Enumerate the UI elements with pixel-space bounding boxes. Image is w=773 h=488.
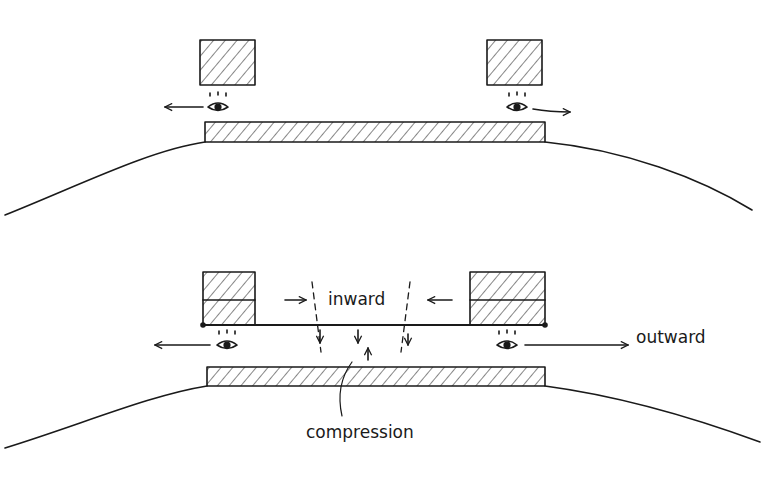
view-eye [208, 92, 527, 111]
leader-line [340, 362, 352, 416]
view-arrow [165, 107, 570, 112]
building-block [203, 272, 545, 325]
platform [207, 367, 545, 386]
dashed-guide [312, 282, 410, 352]
force-arrow [285, 300, 452, 360]
view-eye [217, 330, 517, 349]
annotation-label: inward [328, 290, 385, 309]
annotation-label: compression [306, 423, 414, 442]
view-arrow [155, 344, 628, 346]
building-block [200, 40, 542, 85]
hill-line [5, 386, 760, 448]
annotation-label: outward [636, 328, 706, 347]
platform [205, 122, 545, 142]
roof-slab [201, 323, 547, 327]
hill-line [5, 142, 752, 215]
